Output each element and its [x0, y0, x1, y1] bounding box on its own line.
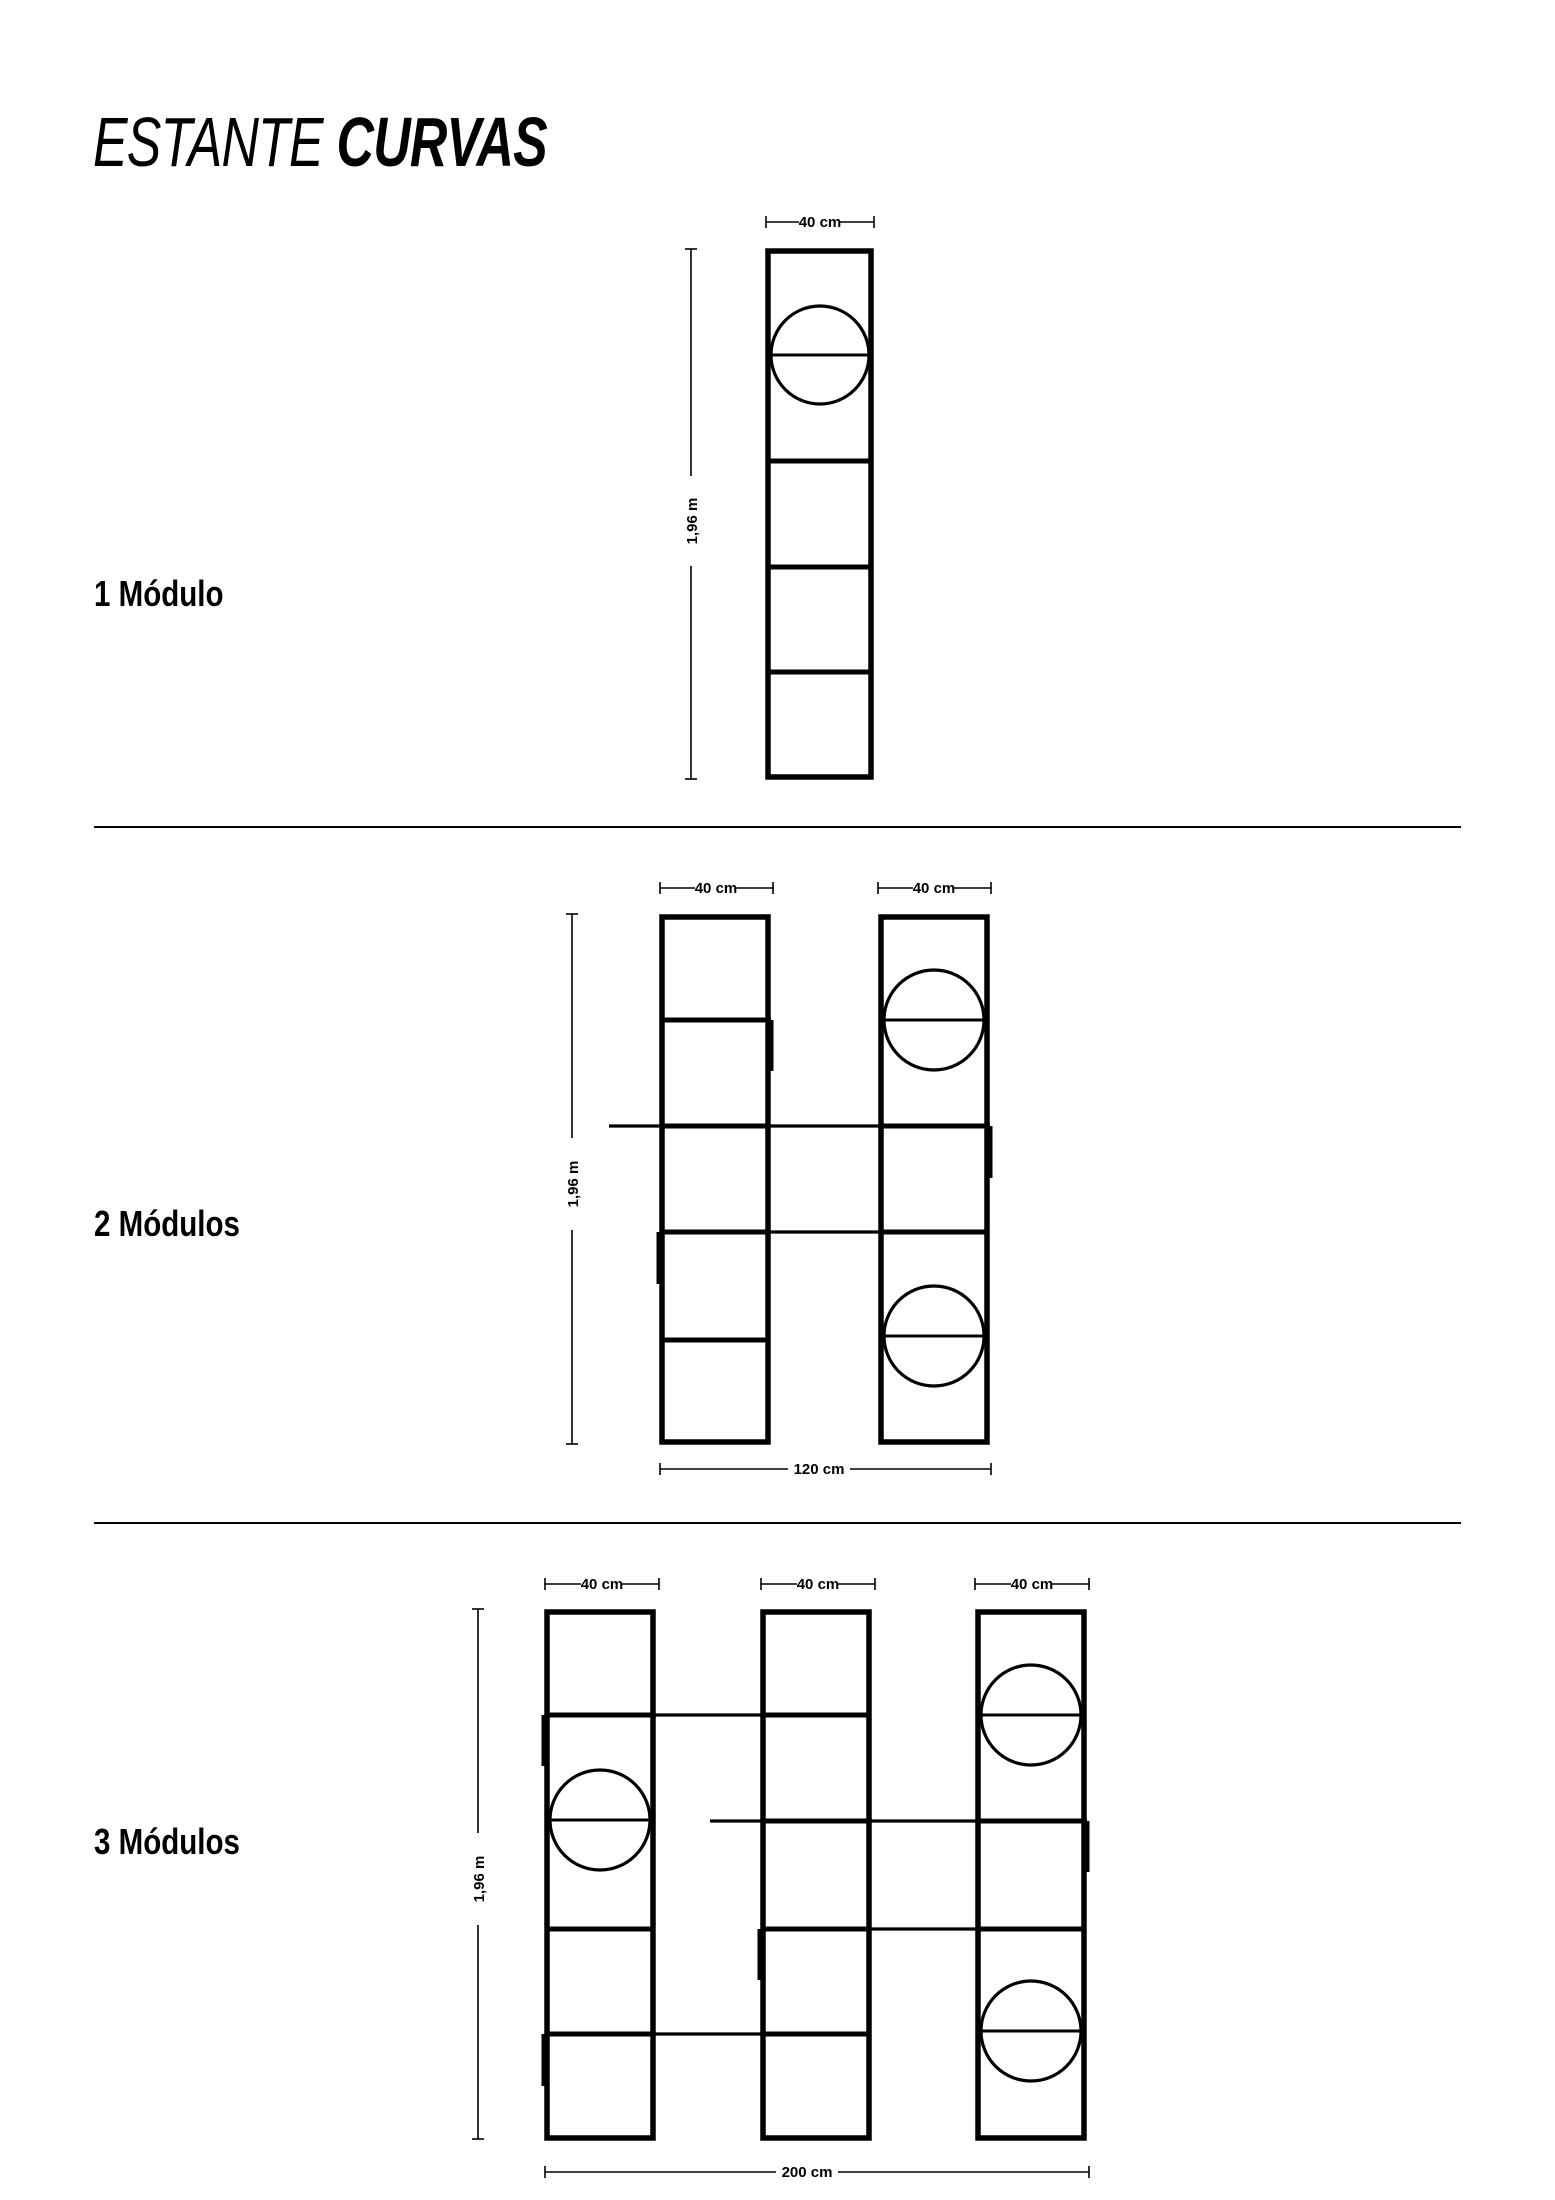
height-label: 1,96 m — [565, 1161, 582, 1208]
total-width-dimension-3: 200 cm — [544, 2164, 1090, 2181]
width-label: 40 cm — [797, 1576, 840, 1593]
width-label: 40 cm — [1011, 1576, 1054, 1593]
width-label: 40 cm — [913, 880, 956, 897]
total-width-dimension-2: 120 cm — [659, 1461, 992, 1478]
width-label: 40 cm — [695, 880, 738, 897]
width-dimension-1: 40 cm — [765, 214, 875, 231]
width-label: 40 cm — [799, 214, 842, 231]
height-label: 1,96 m — [684, 498, 701, 545]
height-dimension-3: 1,96 m — [471, 1608, 488, 2140]
height-dimension-2: 1,96 m — [565, 913, 582, 1445]
height-label: 1,96 m — [471, 1856, 488, 1903]
width-dimension-2b: 40 cm — [877, 880, 992, 897]
shelf-module-a — [656, 914, 774, 1445]
shelf-module-a — [541, 1609, 656, 2141]
section-label-2-modules: 2 Módulos — [94, 1203, 240, 1244]
width-dimension-2a: 40 cm — [659, 880, 774, 897]
shelf-module-b — [878, 914, 993, 1445]
shelf-module-b — [757, 1609, 872, 2141]
diagram-3-modules: 40 cm 40 cm 40 cm 1 — [471, 1576, 1090, 2181]
width-dimension-3b: 40 cm — [760, 1576, 876, 1593]
total-width-label: 200 cm — [782, 2164, 833, 2181]
page-title: ESTANTE CURVAS — [93, 102, 548, 182]
width-dimension-3a: 40 cm — [544, 1576, 660, 1593]
title-bold: CURVAS — [336, 103, 548, 181]
width-label: 40 cm — [581, 1576, 624, 1593]
shelf-module-c — [975, 1609, 1090, 2141]
shelf-module — [765, 248, 874, 780]
section-label-3-modules: 3 Módulos — [94, 1821, 240, 1862]
height-dimension-1: 1,96 m — [684, 248, 701, 780]
section-label-1-module: 1 Módulo — [94, 573, 224, 614]
diagram-2-modules: 40 cm 40 cm 1,96 m — [565, 880, 993, 1478]
diagram-1-module: 40 cm 1,96 m — [684, 214, 875, 780]
width-dimension-3c: 40 cm — [974, 1576, 1090, 1593]
title-light: ESTANTE — [93, 103, 324, 181]
total-width-label: 120 cm — [794, 1461, 845, 1478]
